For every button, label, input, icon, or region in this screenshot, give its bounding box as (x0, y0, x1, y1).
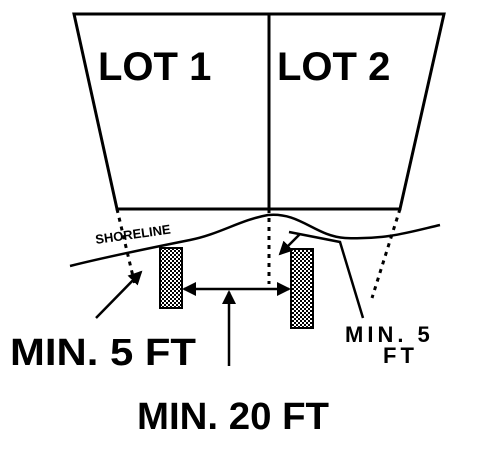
min-5-right-leader (288, 230, 365, 319)
shoreline-curve (69, 213, 441, 268)
lot-2-extension-line (370, 208, 402, 299)
lot-2-label: LOT 2 (277, 45, 390, 89)
min-5-left-label: MIN. 5 FT (10, 332, 196, 374)
min-5-left-leader (95, 270, 143, 319)
lots-outline (72, 12, 446, 211)
dock-lot-2 (290, 248, 314, 329)
min-5-right-label-line2: FT (383, 343, 418, 368)
dock-lot-1 (159, 247, 183, 309)
min-5-right-arrowhead (278, 233, 301, 256)
min-20-label: MIN. 20 FT (137, 396, 329, 438)
lot-1-label: LOT 1 (98, 45, 211, 89)
shoreline-label: SHORELINE (94, 222, 172, 247)
min-5-right-label-line1: MIN. 5 (345, 322, 434, 347)
lot-1-extension-line (115, 208, 137, 286)
